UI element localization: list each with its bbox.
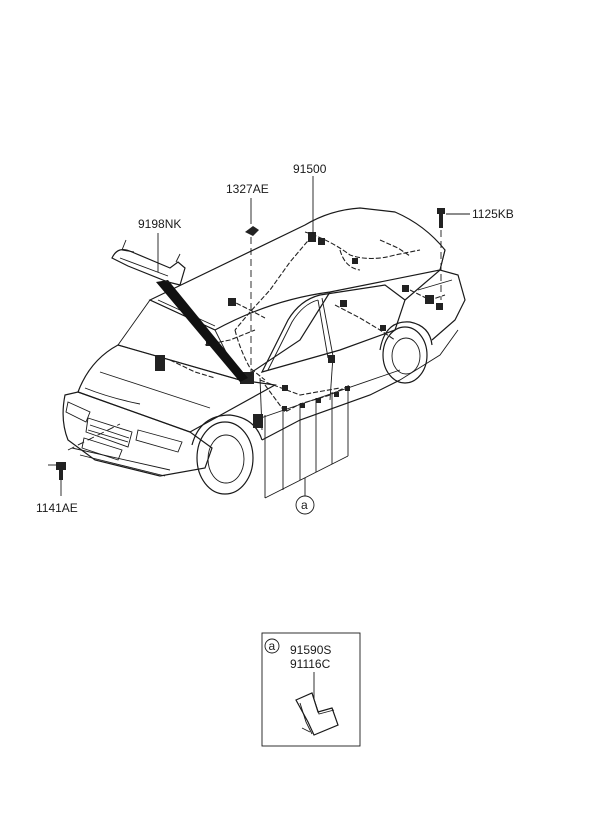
label-1327ae: 1327AE bbox=[226, 182, 269, 196]
screw-1125kb-icon bbox=[437, 208, 445, 228]
detail-box bbox=[261, 632, 361, 747]
car-body bbox=[62, 207, 466, 495]
detail-label-91590s: 91590S bbox=[290, 643, 331, 657]
clip-1327ae-icon bbox=[245, 226, 259, 236]
grommet-91590s-icon bbox=[295, 692, 339, 736]
bracket-9198nk-icon bbox=[111, 239, 186, 286]
label-1125kb: 1125KB bbox=[472, 207, 514, 221]
label-91500: 91500 bbox=[293, 162, 327, 176]
label-1141ae: 1141AE bbox=[36, 501, 78, 515]
callout-marker-a-label: a bbox=[301, 498, 308, 512]
detail-marker-a-label: a bbox=[269, 639, 276, 653]
detail-marker-a bbox=[264, 638, 280, 654]
callout-marker-a bbox=[295, 495, 315, 515]
callout-bracket bbox=[264, 386, 349, 499]
harness-leader-wedge bbox=[156, 280, 248, 382]
detail-label-91116c: 91116C bbox=[290, 657, 331, 671]
bolt-1141ae-icon bbox=[56, 462, 66, 480]
label-9198nk: 9198NK bbox=[138, 217, 181, 231]
